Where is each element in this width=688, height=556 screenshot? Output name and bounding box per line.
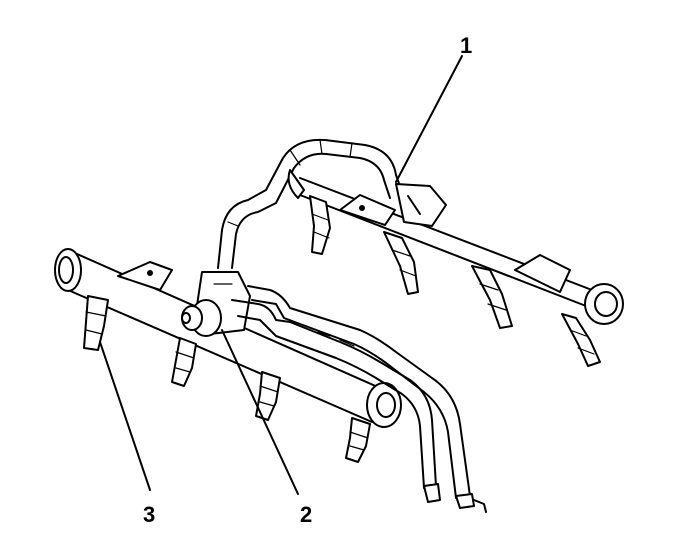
leader-lines [99,55,463,495]
injector-front-3 [255,371,281,421]
rear-fuel-rail [287,169,624,325]
callout-3: 3 [143,502,155,527]
rear-injectors [309,195,601,367]
callout-1: 1 [460,33,472,58]
callout-2: 2 [300,502,312,527]
fuel-fitting [181,271,251,337]
injector-rear-4 [561,313,601,367]
injector-front-4 [345,417,371,463]
injector-rear-3 [471,265,513,329]
front-injectors [83,295,371,463]
leader-line-1 [395,55,463,183]
injector-rear-2 [383,231,419,295]
leader-line-2 [221,329,299,495]
fuel-lines [231,285,487,513]
injector-rear-1 [309,195,331,255]
crossover-tube [217,138,403,269]
injector-front-1 [83,295,109,351]
leader-line-3 [99,341,151,491]
injector-front-2 [171,337,197,387]
